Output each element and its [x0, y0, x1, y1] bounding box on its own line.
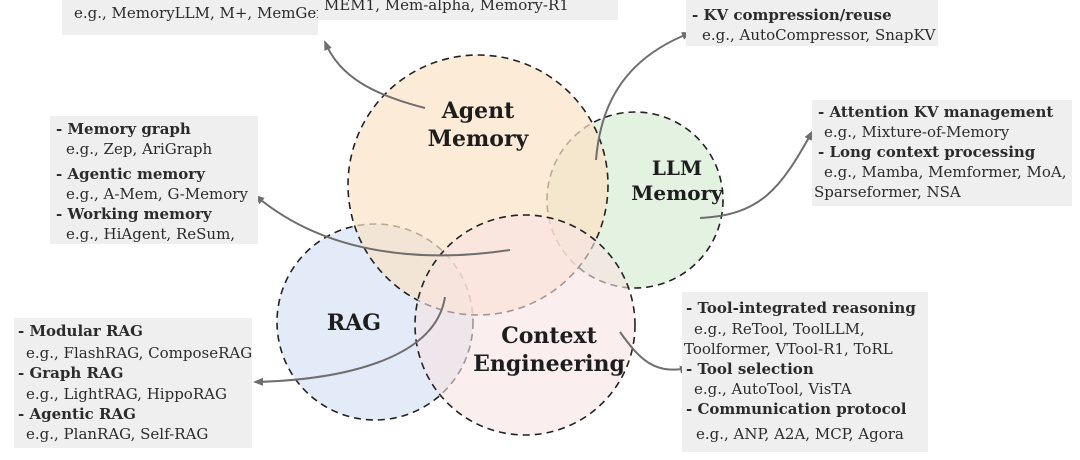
arrow-llm-memory-to-right — [699, 130, 813, 219]
box-bottom-right-line: - Communication protocol — [686, 400, 907, 418]
box-left-line: - Memory graph — [56, 120, 191, 138]
box-left: - Memory graph e.g., Zep, AriGraph - Age… — [50, 116, 258, 244]
box-bottom-left-line: - Modular RAG — [18, 322, 143, 340]
box-left-line: e.g., Zep, AriGraph — [66, 140, 213, 158]
context-engineering-label-line1: Context — [501, 323, 597, 349]
arrow-agent-memory-to-top-left — [324, 40, 426, 109]
box-right-line: e.g., Mixture-of-Memory — [824, 123, 1010, 141]
box-top-right: - KV compression/reuse e.g., AutoCompres… — [686, 0, 938, 46]
box-top-left-extension: MEM1, Mem-alpha, Memory-R1 — [318, 0, 618, 20]
context-engineering-label-line2: Engineering — [473, 351, 625, 377]
box-bottom-right-line: Toolformer, VTool-R1, ToRL — [684, 340, 893, 358]
box-top-right-line: e.g., AutoCompressor, SnapKV — [702, 26, 936, 44]
box-right-line: e.g., Mamba, Memformer, MoA, — [824, 163, 1067, 181]
box-bottom-left-line: e.g., LightRAG, HippoRAG — [26, 385, 227, 403]
box-top-left-line: MEM1, Mem-alpha, Memory-R1 — [324, 0, 569, 14]
context-engineering-circle — [414, 214, 636, 436]
box-bottom-left-line: e.g., PlanRAG, Self-RAG — [26, 425, 209, 443]
box-bottom-right-line: e.g., AutoTool, VisTA — [694, 380, 852, 398]
box-bottom-left-line: e.g., FlashRAG, ComposeRAG — [26, 344, 253, 362]
rag-label: RAG — [327, 310, 381, 336]
arrow-agent-memory-to-left — [254, 194, 511, 257]
arrow-rag-to-bottom-left — [253, 296, 446, 386]
llm-memory-label-line1: LLM — [652, 156, 702, 180]
box-left-line: e.g., HiAgent, ReSum, — [66, 225, 236, 243]
box-left-line: - Agentic memory — [56, 165, 205, 183]
box-top-left: e.g., MemoryLLM, M+, MemGen — [62, 0, 326, 35]
agent-memory-label-line2: Memory — [428, 126, 530, 152]
box-top-right-line: - KV compression/reuse — [692, 6, 892, 24]
box-bottom-left-line: - Agentic RAG — [18, 405, 136, 423]
box-right-line: Sparseformer, NSA — [814, 183, 961, 201]
box-bottom-left: - Modular RAG e.g., FlashRAG, ComposeRAG… — [14, 318, 252, 448]
llm-memory-label-line2: Memory — [631, 181, 724, 205]
box-bottom-right: - Tool-integrated reasoning e.g., ReTool… — [682, 292, 928, 452]
agent-memory-label-line1: Agent — [441, 98, 515, 124]
box-bottom-right-line: e.g., ANP, A2A, MCP, Agora — [696, 425, 904, 443]
box-left-line: e.g., A-Mem, G-Memory — [66, 185, 248, 203]
box-bottom-right-line: e.g., ReTool, ToolLLM, — [694, 320, 865, 338]
box-bottom-left-line: - Graph RAG — [18, 364, 124, 382]
box-right-line: - Attention KV management — [818, 103, 1054, 121]
box-right-line: - Long context processing — [818, 143, 1036, 161]
box-left-line: - Working memory — [56, 205, 212, 223]
box-top-left-line: e.g., MemoryLLM, M+, MemGen — [74, 4, 326, 22]
box-bottom-right-line: - Tool-integrated reasoning — [686, 299, 916, 317]
arrow-context-engineering-to-bottom-right — [619, 331, 690, 374]
box-bottom-right-line: - Tool selection — [686, 360, 814, 378]
arrow-llm-memory-to-top-right — [595, 32, 692, 161]
box-right: - Attention KV management e.g., Mixture-… — [812, 100, 1072, 206]
